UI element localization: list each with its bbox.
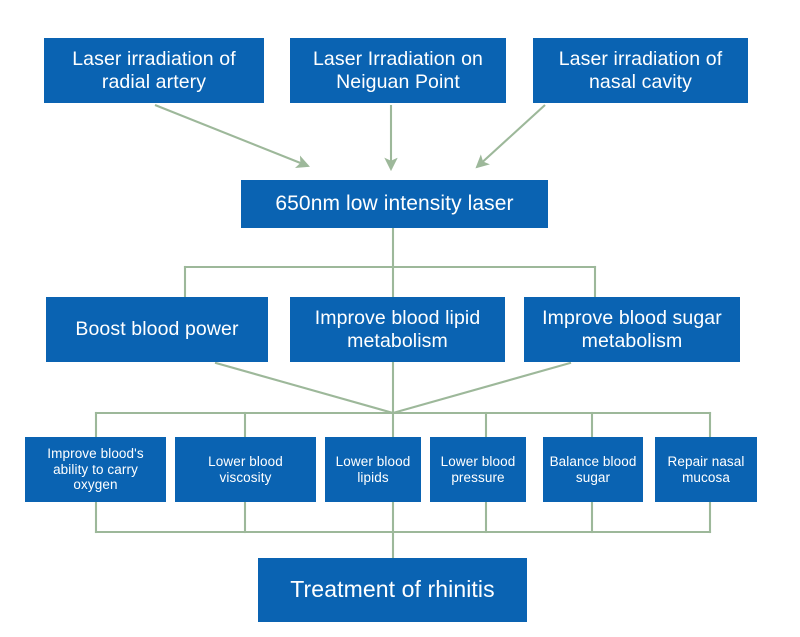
arrow-nasal-cavity-to-root bbox=[475, 104, 546, 169]
node-laser-irradiation-nasal-cavity[interactable]: Laser irradiation of nasal cavity bbox=[533, 38, 748, 103]
node-650nm-low-intensity-laser[interactable]: 650nm low intensity laser bbox=[241, 180, 548, 228]
node-lower-blood-lipids[interactable]: Lower blood lipids bbox=[325, 437, 421, 502]
node-treatment-of-rhinitis[interactable]: Treatment of rhinitis bbox=[258, 558, 527, 622]
node-laser-irradiation-neiguan-point[interactable]: Laser Irradiation on Neiguan Point bbox=[290, 38, 506, 103]
node-improve-blood-ability-to-carry-oxygen[interactable]: Improve blood's ability to carry oxygen bbox=[25, 437, 166, 502]
node-repair-nasal-mucosa[interactable]: Repair nasal mucosa bbox=[655, 437, 757, 502]
node-balance-blood-sugar[interactable]: Balance blood sugar bbox=[543, 437, 643, 502]
node-lower-blood-viscosity[interactable]: Lower blood viscosity bbox=[175, 437, 316, 502]
node-lower-blood-pressure[interactable]: Lower blood pressure bbox=[430, 437, 526, 502]
node-improve-blood-lipid-metabolism[interactable]: Improve blood lipid metabolism bbox=[290, 297, 505, 362]
connectors-root-to-effects bbox=[183, 226, 597, 299]
node-boost-blood-power[interactable]: Boost blood power bbox=[46, 297, 268, 362]
connectors-outcomes-to-result bbox=[94, 500, 712, 560]
node-improve-blood-sugar-metabolism[interactable]: Improve blood sugar metabolism bbox=[524, 297, 740, 362]
effect-right-diagonal bbox=[391, 361, 572, 415]
effect-left-diagonal bbox=[214, 361, 395, 415]
arrows-inputs-to-root bbox=[154, 104, 546, 172]
node-laser-irradiation-radial-artery[interactable]: Laser irradiation of radial artery bbox=[44, 38, 264, 103]
connectors-effects-to-outcomes bbox=[94, 361, 712, 440]
arrow-radial-artery-to-root bbox=[154, 104, 310, 169]
